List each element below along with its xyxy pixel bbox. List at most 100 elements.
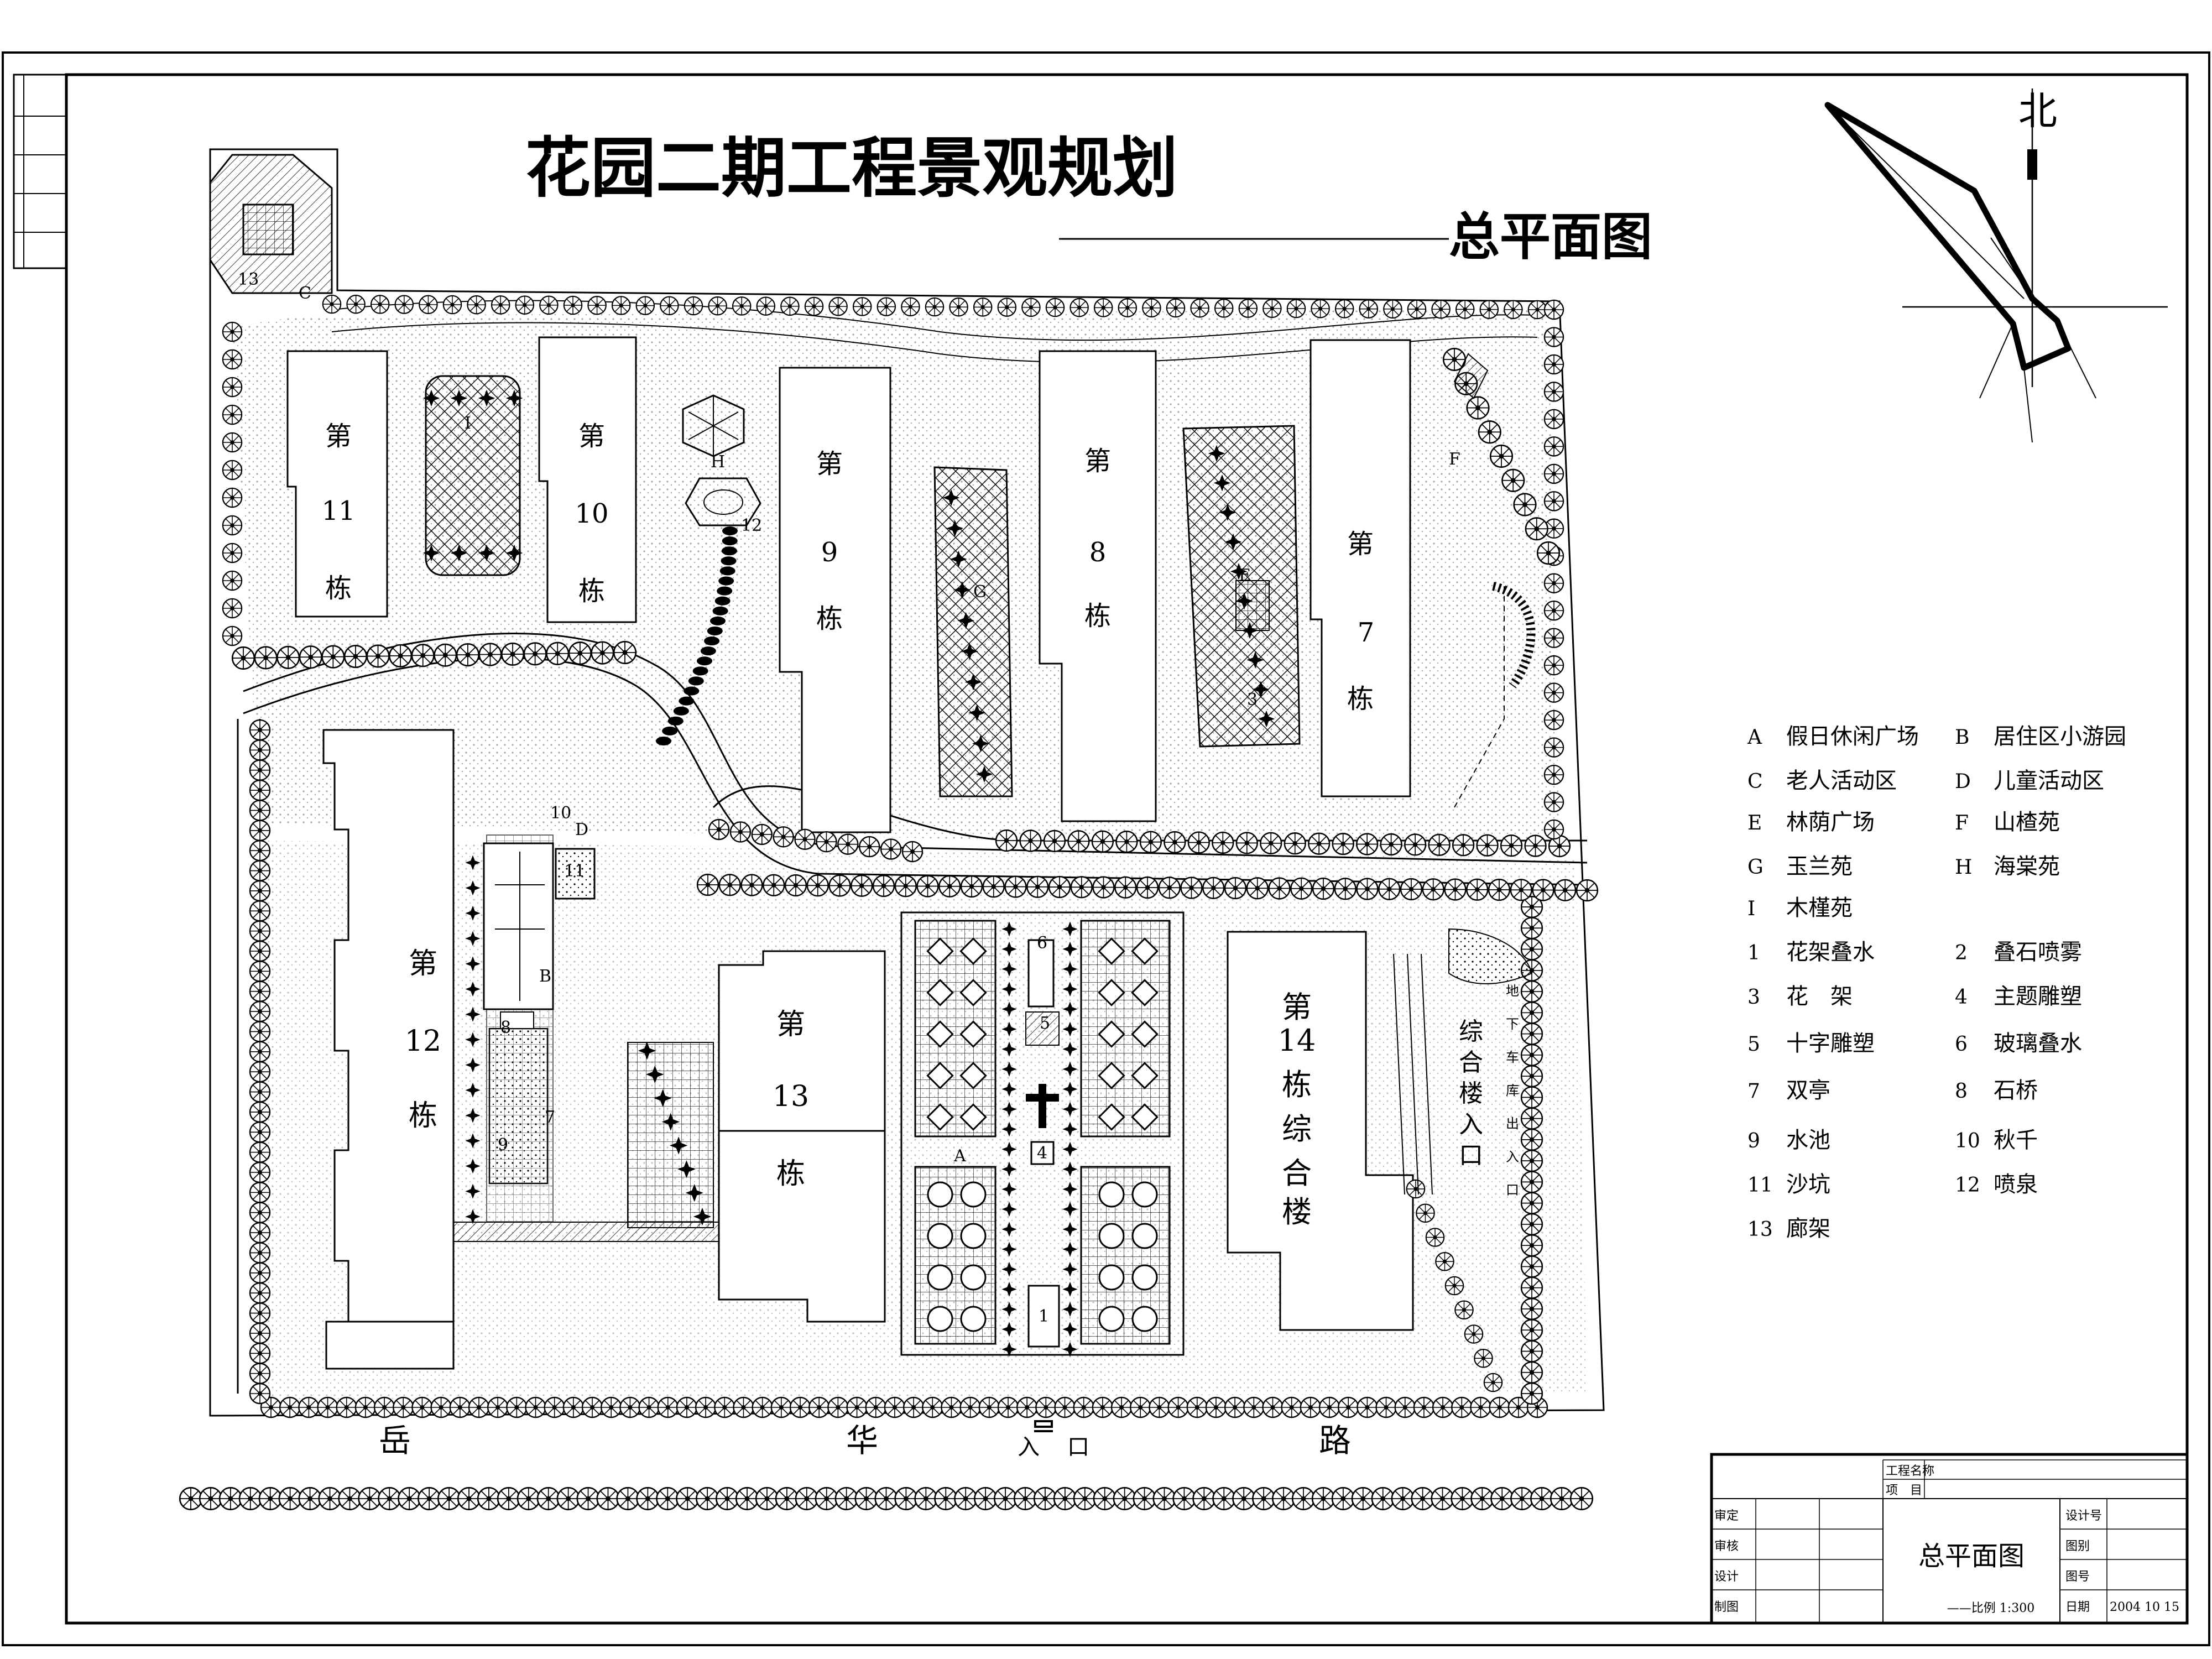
legend-code: 3	[1747, 986, 1760, 1009]
legend-code: D	[1955, 770, 1971, 793]
tree-icon	[418, 1486, 441, 1511]
tree-icon	[938, 875, 961, 898]
tree-icon	[249, 1141, 271, 1163]
building-9: 第 9 栋	[779, 367, 891, 833]
shrub-icon	[959, 979, 987, 1006]
tree-icon	[1378, 878, 1401, 900]
tree-icon	[1383, 299, 1402, 319]
tree-icon	[763, 874, 785, 896]
tree-icon	[927, 1181, 953, 1208]
tree-icon	[568, 641, 592, 665]
legend-code: G	[1747, 856, 1764, 879]
legend-name: 居住区小游园	[1994, 724, 2126, 749]
marker-8: 8	[500, 1018, 511, 1037]
tree-icon	[249, 1363, 271, 1384]
tree-icon	[1575, 879, 1599, 902]
svg-text:12: 12	[405, 1025, 441, 1058]
tree-icon	[1431, 1486, 1454, 1511]
tree-icon	[249, 980, 271, 1002]
svg-text:栋: 栋	[1084, 601, 1111, 632]
shrub-icon	[1098, 1062, 1125, 1089]
shrub-icon	[1098, 937, 1125, 965]
tree-icon	[815, 1486, 838, 1511]
tree-icon	[1489, 1396, 1510, 1418]
complex-entrance-char: 口	[1459, 1141, 1483, 1170]
tree-icon	[1478, 420, 1501, 444]
tree-icon	[611, 296, 631, 315]
tree-icon	[1513, 493, 1537, 517]
fountain-stepping-path	[656, 526, 738, 745]
tree-icon	[960, 1223, 987, 1249]
tree-icon	[278, 1486, 302, 1511]
legend-name: 主题雕塑	[1994, 984, 2082, 1009]
tree-icon	[1407, 299, 1427, 319]
tree-icon	[222, 404, 243, 425]
stepping-stone	[688, 676, 704, 686]
tree-icon	[358, 1486, 382, 1511]
tb-right-label-1: 设计号	[2065, 1509, 2102, 1523]
stepping-stone	[697, 656, 713, 666]
tree-icon	[901, 297, 920, 317]
tree-icon	[457, 1486, 481, 1511]
stepping-stone	[709, 616, 726, 625]
tb-left-label-3: 设计	[1714, 1570, 1739, 1584]
legend-name: 玉兰苑	[1786, 854, 1853, 879]
svg-text:综: 综	[1282, 1112, 1312, 1146]
svg-text:栋: 栋	[1347, 684, 1374, 714]
tree-icon	[718, 874, 741, 896]
tree-icon	[1281, 1396, 1302, 1418]
tree-icon	[960, 1264, 987, 1291]
tree-icon	[1520, 1255, 1543, 1278]
tree-icon	[780, 296, 800, 316]
tree-icon	[370, 295, 390, 314]
marker-D: D	[575, 820, 588, 839]
tree-icon	[775, 1486, 799, 1511]
tree-icon	[468, 1396, 490, 1418]
tree-icon	[708, 296, 727, 316]
tree-icon	[1115, 831, 1138, 853]
corner-pergola	[209, 154, 333, 294]
tree-icon	[1520, 1086, 1543, 1109]
tree-icon	[927, 1264, 953, 1291]
tree-icon	[562, 1396, 585, 1418]
plan-title: 花园二期工程景观规划	[525, 130, 1178, 206]
tree-icon	[922, 1396, 943, 1418]
tree-icon	[1067, 830, 1090, 853]
tree-icon	[1202, 877, 1225, 899]
tree-icon	[1520, 1107, 1543, 1130]
tree-icon	[1520, 980, 1543, 1003]
svg-text:楼: 楼	[1282, 1194, 1312, 1229]
tree-icon	[872, 874, 895, 898]
legend-code: F	[1955, 812, 1969, 834]
tree-icon	[1569, 1486, 1594, 1511]
tree-icon	[1520, 1213, 1543, 1236]
legend-code: 11	[1747, 1174, 1773, 1197]
shrub-icon	[1131, 1103, 1159, 1131]
stepping-stone	[707, 626, 723, 635]
tree-icon	[1152, 1486, 1176, 1511]
legend-name: 木槿苑	[1786, 895, 1853, 921]
legend-code: I	[1747, 898, 1755, 920]
tree-icon	[1205, 1396, 1227, 1418]
legend-code: 7	[1747, 1080, 1760, 1103]
tree-icon	[1167, 1396, 1189, 1418]
entrance-char-1: 入	[1018, 1434, 1040, 1460]
tb-left-label-1: 审定	[1714, 1509, 1739, 1523]
tb-date: 2004 10 15	[2110, 1600, 2179, 1614]
tree-icon	[1520, 1234, 1543, 1257]
tree-icon	[398, 1486, 421, 1511]
garage-label-char: 口	[1506, 1182, 1519, 1198]
tree-icon	[556, 1486, 580, 1511]
complex-entrance-char: 合	[1459, 1048, 1483, 1077]
tree-icon	[894, 875, 917, 898]
garage-label-char: 出	[1506, 1116, 1519, 1131]
tree-icon	[789, 1396, 811, 1418]
tree-icon	[430, 1396, 452, 1418]
legend-name: 廊架	[1786, 1216, 1830, 1241]
tree-icon	[1166, 298, 1186, 318]
tree-icon	[997, 1396, 1019, 1418]
tree-icon	[751, 823, 773, 846]
tree-icon	[1500, 834, 1523, 857]
tree-icon	[1543, 600, 1564, 621]
